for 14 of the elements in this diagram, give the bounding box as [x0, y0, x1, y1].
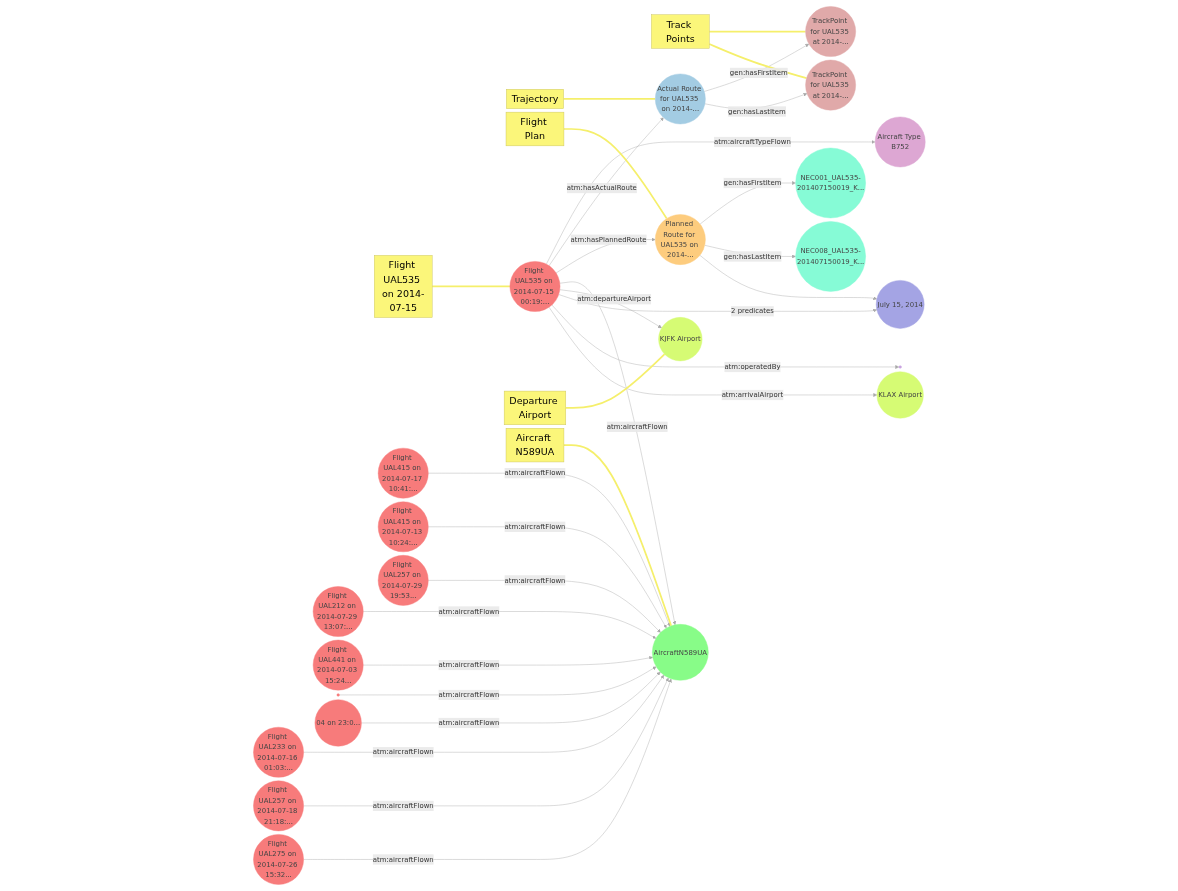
connector: [708, 30, 807, 33]
connector: [562, 98, 656, 100]
connector: [562, 444, 672, 627]
node-box: Flight Plan: [505, 111, 564, 147]
connector: [430, 285, 511, 288]
node-box: Flight UAL535 on 2014-07-15: [373, 255, 433, 318]
connector: [562, 128, 668, 220]
node-circle: [898, 365, 902, 369]
node-box: Aircraft N589UA: [505, 428, 564, 463]
connector: [564, 353, 666, 409]
node-box: Trajectory: [505, 89, 564, 109]
node-circle: [336, 693, 340, 697]
node-box: Track Points: [650, 14, 710, 49]
node-box: Departure Airport: [503, 390, 566, 425]
